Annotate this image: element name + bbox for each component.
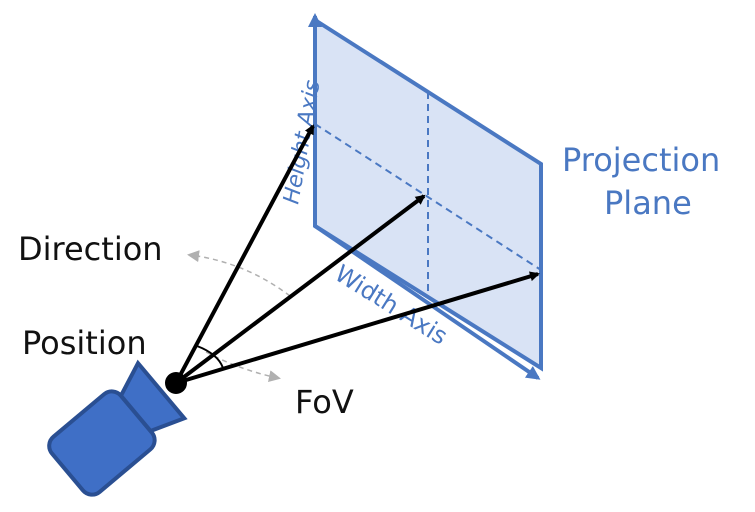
fov-hint-arrow [205,351,281,383]
camera-position-point [165,372,187,394]
ray-to-height-top [174,124,315,384]
direction-hint-arrow [187,250,291,297]
plane-horizontal-center-line [314,123,542,271]
fov-label: FoV [295,383,354,421]
ray-to-width-right [175,271,540,385]
ray-to-plane-center [174,194,426,385]
direction-label: Direction [18,230,163,268]
position-label: Position [22,324,147,362]
projection-plane-label-line1: Projection [562,141,720,179]
camera-icon [47,359,188,497]
projection-plane-label-line2: Plane [604,184,692,222]
fov-angle-arc [196,345,224,369]
